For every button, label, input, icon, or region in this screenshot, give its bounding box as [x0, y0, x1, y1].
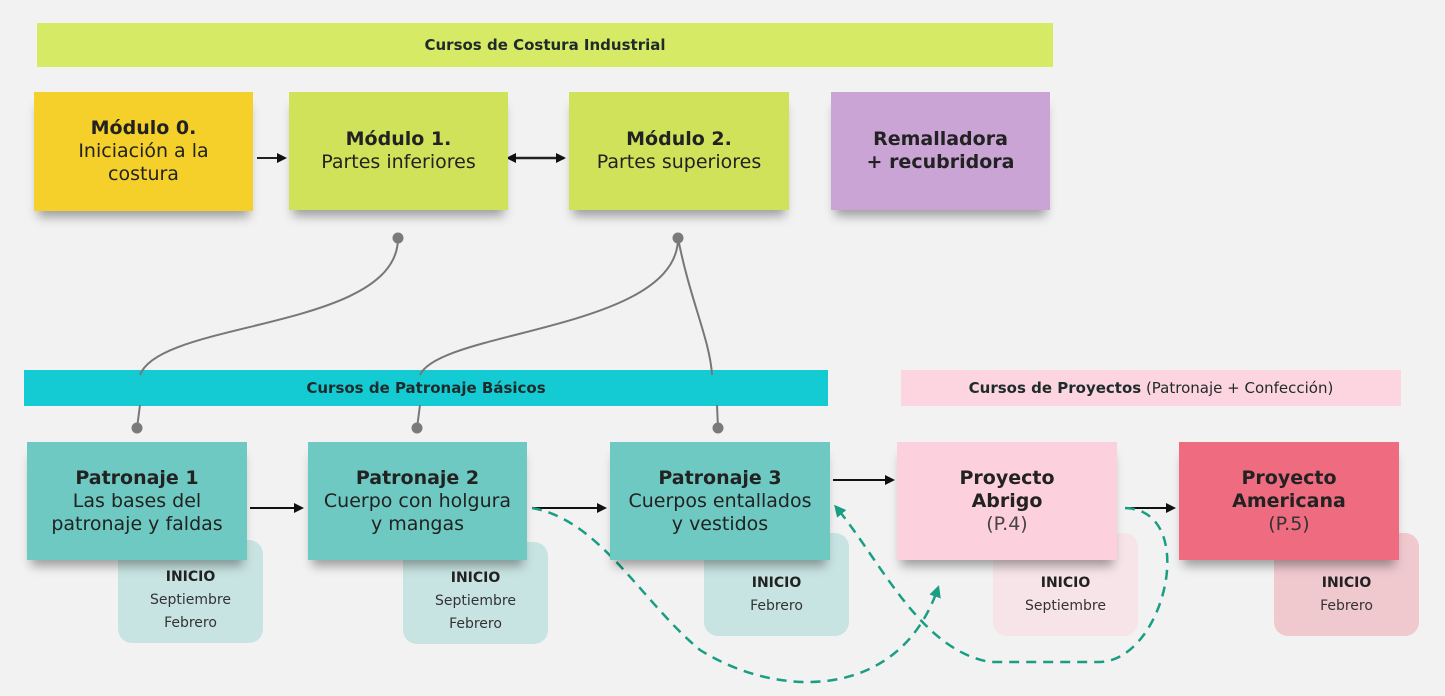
remalladora-card[interactable]: Remalladora + recubridora	[831, 92, 1050, 210]
start-label: INICIO	[165, 569, 216, 585]
module-2-card[interactable]: Módulo 2. Partes superiores	[569, 92, 789, 210]
start-label: INICIO	[1321, 575, 1372, 591]
module-1-subtitle: Partes inferiores	[321, 151, 476, 173]
start-month: Febrero	[449, 616, 502, 632]
module-2-subtitle: Partes superiores	[596, 151, 762, 173]
banner-proyectos: Cursos de Proyectos (Patronaje + Confecc…	[901, 370, 1401, 406]
patronaje-1-sub1: Las bases del	[72, 489, 202, 512]
remalladora-subtitle: + recubridora	[866, 151, 1015, 173]
patronaje-2-sub2: y mangas	[370, 512, 465, 535]
patronaje-3-sub1: Cuerpos entallados	[628, 489, 812, 512]
banner-proyectos-label-bold: Cursos de Proyectos	[968, 379, 1142, 397]
proyecto-abrigo-code: (P.4)	[986, 512, 1028, 535]
banner-costura-industrial: Cursos de Costura Industrial	[37, 23, 1053, 67]
patronaje-2-card[interactable]: Patronaje 2 Cuerpo con holgura y mangas	[308, 442, 527, 560]
start-month: Septiembre	[1025, 598, 1106, 614]
module-0-card[interactable]: Módulo 0. Iniciación a la costura	[34, 92, 253, 211]
patronaje-1-sub2: patronaje y faldas	[51, 512, 223, 535]
proyecto-americana-title: Proyecto	[1241, 466, 1337, 489]
banner-patronaje-label: Cursos de Patronaje Básicos	[306, 379, 546, 397]
module-0-subtitle: Iniciación a la costura	[78, 140, 209, 185]
patronaje-2-title: Patronaje 2	[355, 466, 480, 489]
banner-costura-label: Cursos de Costura Industrial	[424, 36, 666, 54]
patronaje-1-title: Patronaje 1	[75, 466, 199, 489]
patronaje-2-sub1: Cuerpo con holgura	[323, 489, 512, 512]
banner-patronaje-basicos: Cursos de Patronaje Básicos	[24, 370, 828, 406]
patronaje-3-title: Patronaje 3	[658, 466, 782, 489]
proyecto-americana-title2: Americana	[1232, 489, 1346, 512]
proyecto-abrigo-title2: Abrigo	[971, 489, 1043, 512]
proyecto-abrigo-card[interactable]: Proyecto Abrigo (P.4)	[897, 442, 1117, 560]
start-label: INICIO	[450, 570, 501, 586]
start-month: Febrero	[1320, 598, 1373, 614]
patronaje-3-sub2: y vestidos	[671, 512, 769, 535]
module-2-title: Módulo 2.	[626, 128, 732, 150]
patronaje-3-card[interactable]: Patronaje 3 Cuerpos entallados y vestido…	[610, 442, 830, 560]
start-month: Septiembre	[150, 592, 231, 608]
start-label: INICIO	[1040, 575, 1091, 591]
proyecto-abrigo-title: Proyecto	[959, 466, 1055, 489]
proyecto-americana-card[interactable]: Proyecto Americana (P.5)	[1179, 442, 1399, 560]
start-month: Febrero	[750, 598, 803, 614]
start-label: INICIO	[751, 575, 802, 591]
patronaje-1-card[interactable]: Patronaje 1 Las bases del patronaje y fa…	[27, 442, 247, 560]
module-0-title: Módulo 0.	[90, 117, 197, 139]
remalladora-title: Remalladora	[873, 128, 1008, 150]
banner-proyectos-label-rest: (Patronaje + Confección)	[1141, 379, 1334, 397]
module-1-card[interactable]: Módulo 1. Partes inferiores	[289, 92, 508, 210]
start-month: Septiembre	[435, 593, 516, 609]
start-month: Febrero	[164, 615, 217, 631]
module-1-title: Módulo 1.	[345, 128, 452, 150]
proyecto-americana-code: (P.5)	[1268, 512, 1310, 535]
